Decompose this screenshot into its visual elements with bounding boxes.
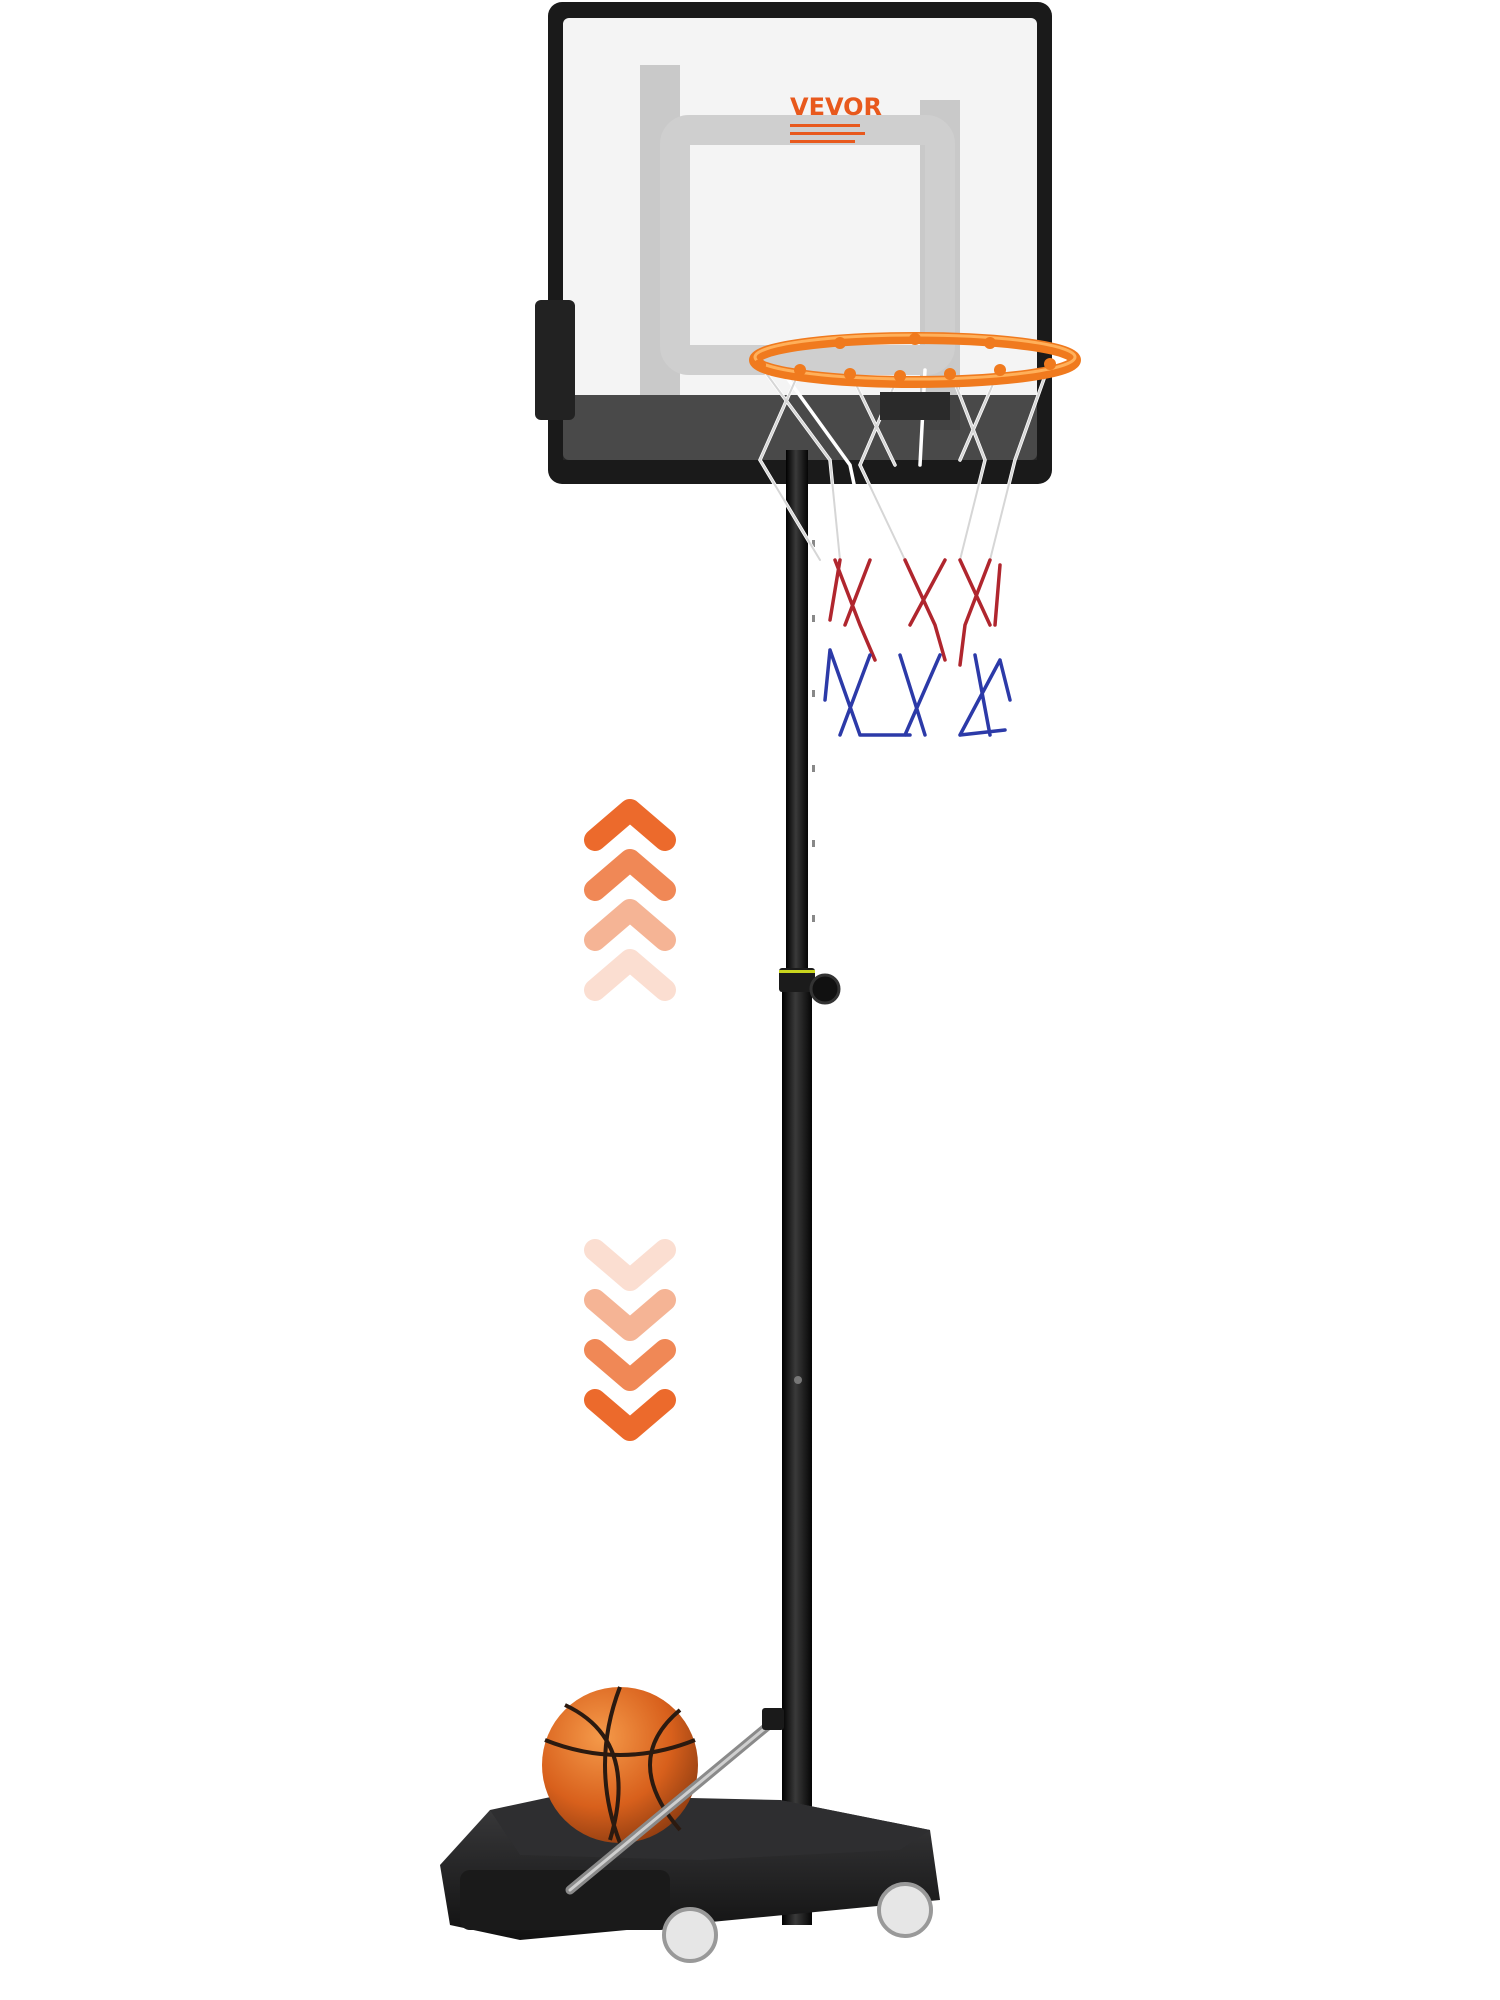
backboard-side-clip: [535, 300, 575, 420]
height-adjust-knob: [809, 973, 841, 1005]
base-wheel-right: [877, 1882, 933, 1938]
pole-lower: [782, 985, 812, 1925]
backboard: VEVOR: [535, 2, 1052, 484]
height-down-arrows: [584, 1239, 676, 1441]
pole-upper: [786, 450, 808, 990]
chevron-up-icon: [584, 949, 676, 1001]
chevron-up-icon: [584, 899, 676, 951]
chevron-down-icon: [584, 1339, 676, 1391]
pole: [779, 450, 841, 1925]
base: [440, 1795, 940, 1963]
pole-adjust-holes: [812, 540, 815, 922]
brace-clamp: [762, 1708, 784, 1730]
net-red-section: [828, 558, 1002, 667]
pole-screw: [794, 1376, 802, 1384]
pole-collar: [779, 968, 815, 992]
chevron-up-icon: [584, 799, 676, 851]
rim-hooks: [754, 333, 1056, 382]
backboard-brand-logo: VEVOR: [790, 93, 882, 121]
height-up-arrows: [584, 799, 676, 1001]
backboard-warning-line-2: [790, 132, 865, 135]
chevron-down-icon: [584, 1289, 676, 1341]
net-blue-section: [823, 648, 1012, 737]
chevron-down-icon: [584, 1239, 676, 1291]
support-brace: [565, 1708, 784, 1895]
backboard-warning-line-1: [790, 124, 860, 127]
base-side: [460, 1870, 670, 1930]
backboard-shooter-square: [660, 115, 955, 375]
net-white-outline: [758, 361, 1051, 561]
basketball-body: [542, 1687, 698, 1843]
chevron-up-icon: [584, 849, 676, 901]
basketball: [542, 1686, 698, 1844]
backboard-bottom-band: [563, 395, 1037, 460]
pole-collar-band: [779, 970, 815, 973]
hoop-net: [758, 360, 1052, 737]
rim-bracket: [880, 392, 950, 420]
chevron-down-icon: [584, 1389, 676, 1441]
hoop: [749, 332, 1081, 737]
base-wheel-left: [662, 1907, 718, 1963]
backboard-warning-line-3: [790, 140, 855, 143]
